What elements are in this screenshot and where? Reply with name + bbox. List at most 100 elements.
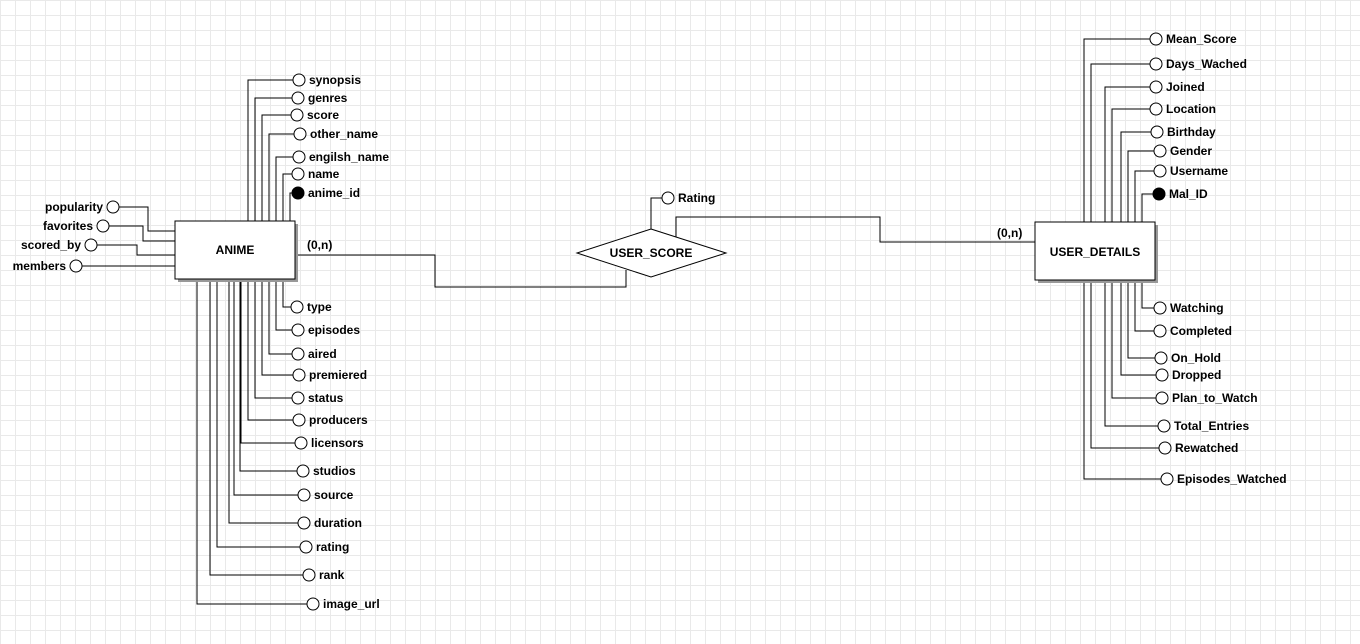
attribute-label: rank: [319, 568, 345, 582]
link-user-score-user-details: [675, 216, 1035, 243]
attribute-other-name[interactable]: other_name: [293, 127, 378, 141]
attribute-label: anime_id: [308, 186, 360, 200]
attribute-days-wached[interactable]: Days_Wached: [1149, 57, 1247, 71]
attribute-marker: [291, 167, 305, 181]
attribute-marker: [292, 413, 306, 427]
connector-line: [240, 279, 295, 444]
attribute-marker: [292, 368, 306, 382]
attribute-birthday[interactable]: Birthday: [1150, 125, 1216, 139]
attribute-marker: [1153, 144, 1167, 158]
connector-line: [228, 279, 298, 524]
attribute-label: Rating: [678, 191, 715, 205]
attribute-image-url[interactable]: image_url: [306, 597, 380, 611]
attribute-rank[interactable]: rank: [302, 568, 345, 582]
attribute-label: episodes: [308, 323, 360, 337]
attribute-episodes-watched[interactable]: Episodes_Watched: [1160, 472, 1287, 486]
connector-line: [196, 279, 307, 605]
attribute-status[interactable]: status: [291, 391, 344, 405]
relationship-user-score-label: USER_SCORE: [610, 246, 693, 260]
attribute-marker: [1150, 125, 1164, 139]
attribute-label: premiered: [309, 368, 367, 382]
connector-line: [97, 244, 175, 256]
attribute-popularity[interactable]: popularity: [45, 200, 120, 214]
attributes-layer: synopsis genres score other_name engilsh_nam…: [13, 32, 1287, 611]
attribute-genres[interactable]: genres: [291, 91, 348, 105]
attribute-name[interactable]: name: [291, 167, 340, 181]
attribute-marker: [84, 238, 98, 252]
attribute-anime-id[interactable]: anime_id: [291, 186, 360, 200]
primary-key-marker: [1152, 187, 1166, 201]
attribute-studios[interactable]: studios: [296, 464, 356, 478]
attribute-mal-id[interactable]: Mal_ID: [1152, 187, 1208, 201]
attribute-marker: [291, 391, 305, 405]
attribute-type[interactable]: type: [290, 300, 332, 314]
attribute-dropped[interactable]: Dropped: [1155, 368, 1221, 382]
attribute-marker: [1149, 102, 1163, 116]
attribute-label: scored_by: [21, 238, 81, 252]
attribute-label: studios: [313, 464, 356, 478]
attribute-synopsis[interactable]: synopsis: [292, 73, 361, 87]
attribute-premiered[interactable]: premiered: [292, 368, 367, 382]
attribute-episodes[interactable]: episodes: [291, 323, 360, 337]
connector-line: [261, 114, 291, 221]
attribute-joined[interactable]: Joined: [1149, 80, 1205, 94]
attribute-marker: [291, 91, 305, 105]
attribute-marker: [291, 323, 305, 337]
attribute-aired[interactable]: aired: [291, 347, 337, 361]
attribute-mean-score[interactable]: Mean_Score: [1149, 32, 1237, 46]
attribute-label: synopsis: [309, 73, 361, 87]
connector-line: [1134, 170, 1154, 222]
attribute-plan-to-watch[interactable]: Plan_to_Watch: [1155, 391, 1258, 405]
attribute-label: aired: [308, 347, 337, 361]
attribute-score[interactable]: score: [290, 108, 339, 122]
link-anime-user-score: [295, 254, 627, 288]
connector-line: [233, 279, 298, 496]
attribute-location[interactable]: Location: [1149, 102, 1216, 116]
entity-user-details[interactable]: USER_DETAILS: [1034, 221, 1158, 283]
relationship-user-score[interactable]: USER_SCORE: [575, 228, 728, 278]
attribute-gender[interactable]: Gender: [1153, 144, 1212, 158]
connector-line: [216, 279, 300, 548]
attribute-marker: [1160, 472, 1174, 486]
attribute-rating[interactable]: rating: [299, 540, 349, 554]
attribute-producers[interactable]: producers: [292, 413, 368, 427]
connector-lines: [82, 38, 1161, 605]
attribute-scored-by[interactable]: scored_by: [21, 238, 98, 252]
attribute-members[interactable]: members: [13, 259, 83, 273]
attribute-licensors[interactable]: licensors: [294, 436, 364, 450]
attribute-marker: [1149, 57, 1163, 71]
attribute-marker: [306, 597, 320, 611]
attribute-source[interactable]: source: [297, 488, 354, 502]
attribute-label: popularity: [45, 200, 103, 214]
attribute-marker: [293, 127, 307, 141]
attribute-rating[interactable]: Rating: [661, 191, 715, 205]
connector-line: [261, 279, 293, 376]
attribute-label: Episodes_Watched: [1177, 472, 1287, 486]
connector-line: [1111, 108, 1150, 222]
attribute-label: duration: [314, 516, 362, 530]
attribute-marker: [292, 150, 306, 164]
attribute-marker: [294, 436, 308, 450]
connector-line: [1141, 280, 1154, 309]
attribute-duration[interactable]: duration: [297, 516, 362, 530]
attribute-rewatched[interactable]: Rewatched: [1158, 441, 1238, 455]
attribute-marker: [661, 191, 675, 205]
attribute-marker: [299, 540, 313, 554]
connector-line: [1083, 38, 1150, 222]
attribute-label: Total_Entries: [1174, 419, 1249, 433]
cardinality-user-details: (0,n): [997, 226, 1022, 240]
attribute-marker: [69, 259, 83, 273]
connector-line: [1083, 280, 1161, 480]
attribute-watching[interactable]: Watching: [1153, 301, 1224, 315]
attribute-username[interactable]: Username: [1153, 164, 1228, 178]
attribute-engilsh-name[interactable]: engilsh_name: [292, 150, 389, 164]
attribute-favorites[interactable]: favorites: [43, 219, 110, 233]
entity-anime[interactable]: ANIME: [174, 220, 298, 282]
connector-line: [275, 279, 292, 331]
attribute-completed[interactable]: Completed: [1153, 324, 1232, 338]
connector-line: [268, 133, 294, 221]
entity-user-details-label: USER_DETAILS: [1050, 245, 1140, 259]
attribute-on-hold[interactable]: On_Hold: [1154, 351, 1221, 365]
attribute-total-entries[interactable]: Total_Entries: [1157, 419, 1249, 433]
attribute-marker: [1153, 301, 1167, 315]
